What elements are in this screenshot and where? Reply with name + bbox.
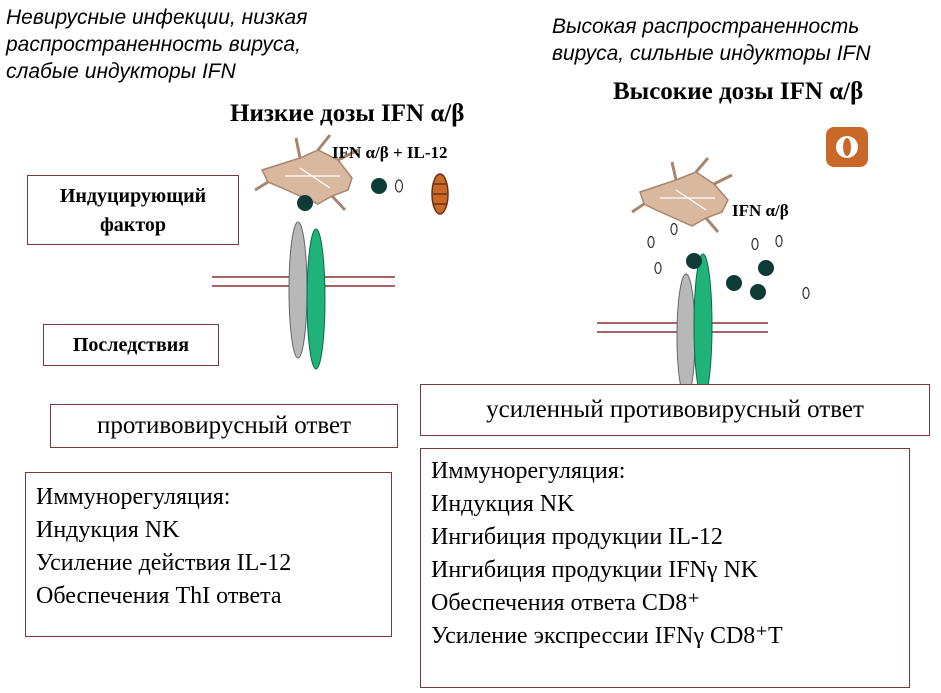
right-response-label: усиленный противовирусный ответ: [486, 396, 864, 423]
left-response-box: противовирусный ответ: [50, 404, 398, 448]
right-regulation-item: Ингибиция продукции IFNγ NK: [431, 557, 759, 583]
right-regulation-item: Иммунорегуляция:: [431, 458, 626, 484]
right-ligand-dot: [758, 260, 774, 276]
right-regulation-box: Иммунорегуляция: Индукция NK Ингибиция п…: [420, 448, 910, 688]
left-regulation-item: Индукция NK: [36, 517, 180, 543]
left-receptor-green: [306, 228, 326, 370]
left-small-label: IFN α/β + IL-12: [332, 143, 448, 162]
right-regulation-item: Ингибиция продукции IL-12: [431, 524, 723, 550]
right-note-line: вируса, сильные индукторы IFN: [552, 42, 871, 65]
left-regulation-box: Иммунорегуляция: Индукция NK Усиление де…: [25, 472, 392, 637]
consequences-label: Последствия: [72, 334, 190, 356]
left-ligand-dot: [371, 178, 387, 194]
left-receptor-gray: [288, 221, 308, 359]
right-ligand-dot: [726, 275, 742, 291]
right-dose-title: Высокие дозы IFN α/β: [613, 78, 864, 105]
left-note-line: слабые индукторы IFN: [6, 60, 236, 83]
left-regulation-item: Обеспечения ThI ответа: [36, 583, 282, 609]
left-note-line: Невирусные инфекции, низкая: [6, 6, 308, 29]
right-note-line: Высокая распространенность: [552, 15, 860, 38]
right-ligand-dot: [686, 253, 702, 269]
right-regulation-item: Обеспечения ответа CD8⁺: [431, 590, 700, 616]
right-cell-icon: [631, 157, 733, 233]
right-note: Высокая распространенность вируса, сильн…: [552, 13, 871, 67]
right-regulation-item: Индукция NK: [431, 491, 575, 517]
right-ligand-dot: [750, 284, 766, 300]
right-small-label: IFN α/β: [732, 201, 789, 220]
right-receptor-green: [693, 253, 713, 399]
left-regulation-item: Иммунорегуляция:: [36, 484, 231, 510]
right-receptor-gray: [676, 273, 696, 399]
left-macrophage-icon: [431, 173, 449, 215]
inducing-factor-box: Индуцирующий фактор: [27, 175, 239, 245]
left-cell-icon: [254, 134, 359, 212]
left-dose-title: Низкие дозы IFN α/β: [230, 100, 465, 127]
right-macrophage-icon: [826, 127, 868, 167]
inducing-factor-line: фактор: [99, 214, 167, 236]
inducing-factor-line: Индуцирующий: [59, 185, 207, 207]
left-regulation-item: Усиление действия IL-12: [36, 550, 292, 576]
right-regulation-item: Усиление экспрессии IFNγ CD8⁺T: [431, 623, 783, 649]
left-il12-icon: [394, 179, 404, 193]
left-note: Невирусные инфекции, низкая распростране…: [6, 4, 307, 85]
left-ligand-dot: [297, 195, 313, 211]
left-note-line: распространенность вируса,: [6, 33, 301, 56]
right-response-box: усиленный противовирусный ответ: [420, 384, 930, 436]
left-response-label: противовирусный ответ: [96, 412, 352, 439]
consequences-box: Последствия: [43, 324, 219, 366]
right-small-ligands: [647, 222, 810, 300]
